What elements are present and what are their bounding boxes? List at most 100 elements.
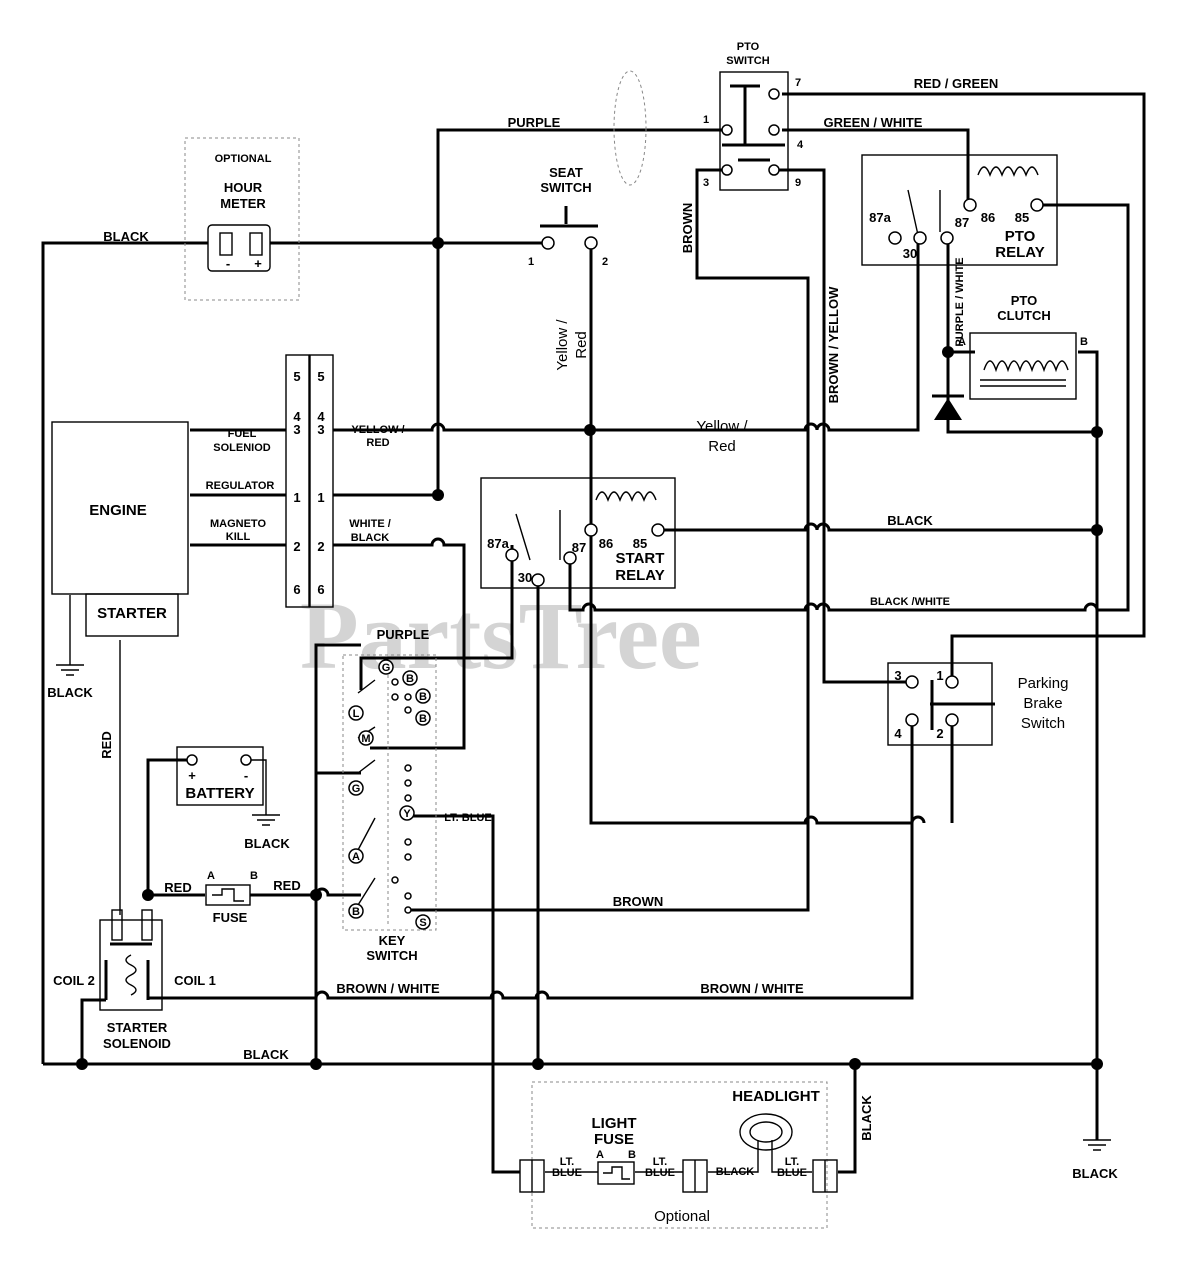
parking-brake-switch: 3 1 4 2 Parking Brake Switch: [887, 662, 1069, 746]
pto-relay-coil: [977, 166, 1039, 177]
label-black-white: BLACK /WHITE: [870, 596, 950, 608]
connector-right: [309, 354, 334, 608]
solenoid-post: [141, 909, 153, 941]
label-lt: LT.: [560, 1156, 574, 1168]
label-white-black: WHITE /: [349, 518, 391, 530]
pto-relay-terminal: [940, 231, 954, 245]
pto-switch-contacts: [722, 84, 785, 162]
label-brown-key: BROWN: [613, 894, 664, 909]
pto-clutch-b: B: [1080, 336, 1088, 348]
pto-relay-terminal: [913, 231, 927, 245]
wire-headlight-blue: [771, 1140, 812, 1173]
solenoid-post: [111, 909, 123, 941]
pto-switch-terminal: [721, 164, 733, 176]
key-switch-body: [342, 654, 437, 931]
pin-label: 3: [293, 422, 300, 437]
pto-clutch-core: [980, 379, 1066, 387]
pin-label: 4: [894, 726, 902, 741]
battery-terminal-positive: [186, 754, 198, 766]
wire-brown: [410, 168, 810, 912]
key-term-label: B: [406, 673, 414, 685]
starter-solenoid-title: STARTER: [107, 1020, 168, 1035]
key-term-label: G: [382, 662, 391, 674]
light-fuse-b: B: [628, 1149, 636, 1161]
hour-meter-terminal: [219, 232, 233, 256]
engine-title: ENGINE: [89, 502, 147, 519]
hour-meter-minus: -: [226, 256, 230, 271]
key-term-s: [415, 914, 431, 930]
wire-clutch-b: [1078, 350, 1099, 432]
diode-icon: [934, 398, 962, 420]
optional-label: OPTIONAL: [215, 153, 272, 165]
wire-brown-yellow: [778, 168, 912, 684]
optional-lights-box: [531, 1081, 828, 1229]
parking-brake-actuator: [930, 680, 995, 730]
wire-lt-blue: [408, 814, 495, 1064]
optional-box: [184, 137, 300, 301]
light-fuse-body: [597, 1161, 635, 1185]
pin-label: 3: [317, 422, 324, 437]
wire-black-white: [568, 203, 1130, 612]
key-term-a: [348, 848, 364, 864]
label-black-light: BLACK: [716, 1166, 755, 1178]
optional-title: Optional: [654, 1208, 710, 1225]
wire-white-black: [333, 537, 466, 750]
wire-brown-white: [148, 720, 914, 1000]
parking-brake-title-3: Switch: [1021, 715, 1065, 732]
wire-battery-negative: [246, 759, 267, 815]
key-term-label: L: [353, 708, 360, 720]
pto-relay-terminal: [963, 198, 977, 212]
key-term-b: [415, 710, 431, 726]
junction-dot: [849, 1058, 861, 1070]
label-white-black-2: BLACK: [351, 532, 390, 544]
key-term-g: [378, 659, 394, 675]
pto-clutch-title: PTO: [1011, 293, 1038, 308]
pin-label: 7: [795, 77, 801, 89]
pin-label: 3: [703, 177, 709, 189]
start-relay-terminal: [584, 523, 598, 537]
junction-dot: [310, 889, 322, 901]
connector-left: [285, 354, 310, 608]
key-term-y: [399, 805, 415, 821]
battery-terminal-negative: [240, 754, 252, 766]
pto-clutch-body: [969, 332, 1077, 400]
pto-switch-callout: [613, 70, 647, 186]
fuse-b: B: [250, 870, 258, 882]
pin-label: 3: [894, 668, 901, 683]
key-term-label: B: [419, 691, 427, 703]
wire-purple-top: [436, 128, 727, 495]
label-red-1: RED: [164, 880, 191, 895]
label-green-white: GREEN / WHITE: [824, 115, 923, 130]
pin-label: 1: [936, 668, 943, 683]
headlight-icon: [739, 1113, 793, 1151]
parking-brake-title: Parking: [1018, 675, 1069, 692]
pin-label: 86: [599, 536, 613, 551]
pin-label: 87: [955, 215, 969, 230]
key-switch: G B B L B M G Y A B S KEY SWITCH: [342, 654, 437, 963]
label-blue-3: BLUE: [777, 1167, 807, 1179]
start-relay-title: START: [616, 550, 665, 567]
label-brown-yellow: BROWN / YELLOW: [826, 286, 841, 403]
light-fuse-title: LIGHT: [592, 1115, 637, 1132]
key-term-label: M: [361, 733, 370, 745]
wire-labels: PURPLE RED / GREEN GREEN / WHITE BLACK B…: [47, 76, 1118, 1181]
starter-body: [85, 593, 179, 637]
key-term-g: [348, 780, 364, 796]
junction-dot: [1091, 524, 1103, 536]
pin-label: 1: [317, 490, 324, 505]
solenoid-body: [99, 919, 163, 1011]
pin-label: 85: [633, 536, 647, 551]
ground-icon: [1083, 1139, 1111, 1151]
label-purple: PURPLE: [508, 115, 561, 130]
fuse: A B FUSE: [205, 870, 258, 925]
key-switch-title: KEY: [379, 933, 406, 948]
magneto-label-2: KILL: [226, 531, 251, 543]
start-relay-terminal: [505, 548, 519, 562]
label-black-battery: BLACK: [244, 836, 290, 851]
label-black-headlight: BLACK: [859, 1095, 874, 1141]
pin-label: 5: [317, 369, 324, 384]
hour-meter-terminal: [249, 232, 263, 256]
pto-relay-contacts: [907, 189, 941, 236]
pin-label: 2: [293, 539, 300, 554]
pin-label: 1: [528, 256, 534, 268]
